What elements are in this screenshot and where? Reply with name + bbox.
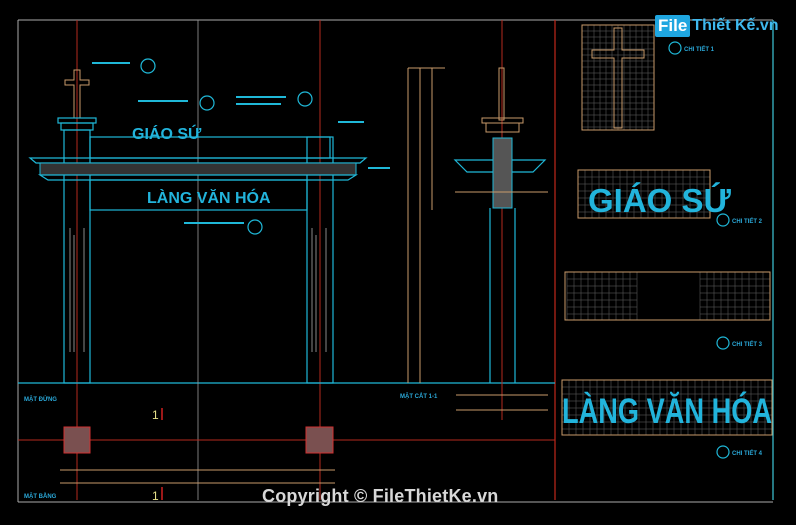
detail-4-title: CHI TIẾT 4 xyxy=(732,450,763,457)
axis-lines xyxy=(18,20,555,500)
sign-giao-su: GIÁO SỨ xyxy=(132,124,202,143)
section-marker-top: 1 xyxy=(152,408,159,422)
detail-1: CHI TIẾT 1 xyxy=(581,24,715,131)
section-label: MẶT CẮT 1-1 xyxy=(400,392,438,400)
detail-4: LÀNG VĂN HÓA CHI TIẾT 4 xyxy=(561,379,773,459)
section-marker-bottom: 1 xyxy=(152,489,159,503)
drawing-frame xyxy=(17,19,774,503)
plan-label: MẶT BẰNG xyxy=(24,492,57,500)
detail-1-grid xyxy=(581,24,655,130)
detail-3-grid-left xyxy=(566,271,638,320)
gate-plan: 1 1 MẶT BẰNG xyxy=(24,408,335,503)
section-1-1: MẶT CẮT 1-1 xyxy=(400,67,548,411)
gate-elevation: GIÁO SỨ LÀNG VĂN HÓA MẶT ĐỨNG xyxy=(24,58,390,403)
detail-2-title: CHI TIẾT 2 xyxy=(732,218,763,225)
detail-2: GIÁO SỨ CHI TIẾT 2 xyxy=(577,169,763,227)
detail-2-text: GIÁO SỨ xyxy=(588,182,732,219)
sign-lang-van-hoa: LÀNG VĂN HÓA xyxy=(147,188,271,207)
logo-text: Thiết Kế.vn xyxy=(692,17,779,34)
copyright-watermark: Copyright © FileThietKe.vn xyxy=(262,486,499,506)
filethietke-logo: File Thiết Kế.vn xyxy=(655,13,779,39)
detail-4-text: LÀNG VĂN HÓA xyxy=(562,391,772,431)
detail-4-grid xyxy=(561,379,773,435)
logo-file: File xyxy=(655,15,691,37)
detail-3-title: CHI TIẾT 3 xyxy=(732,341,763,348)
elevation-label: MẶT ĐỨNG xyxy=(24,396,57,403)
detail-1-title: CHI TIẾT 1 xyxy=(684,46,715,53)
detail-3-grid-right xyxy=(699,271,771,320)
detail-3: CHI TIẾT 3 xyxy=(564,271,771,350)
